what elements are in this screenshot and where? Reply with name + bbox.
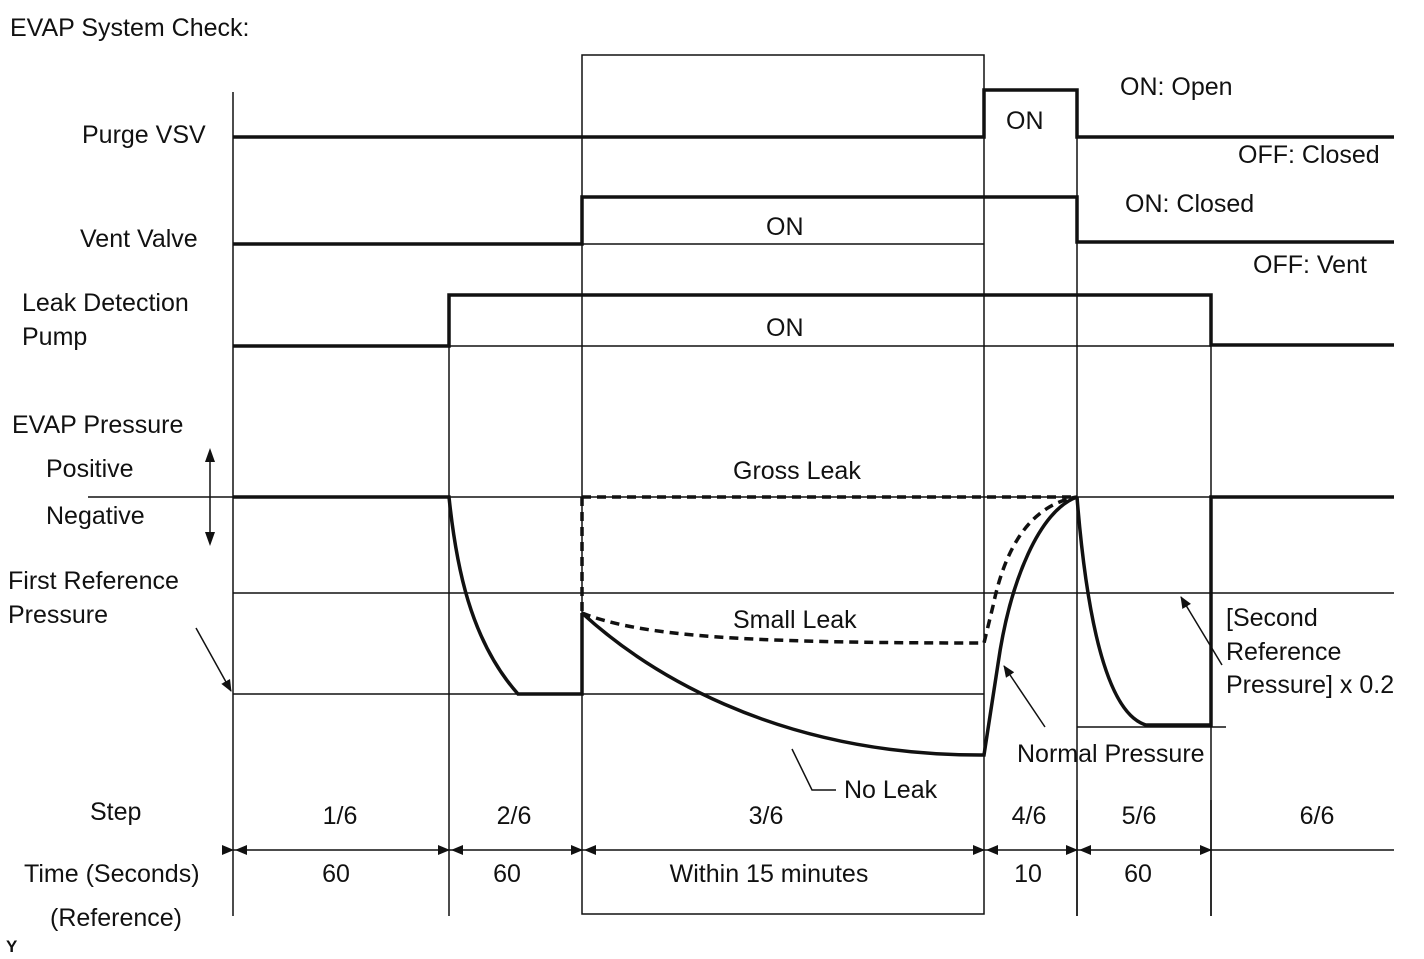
time-1-value: 60 [322,860,350,888]
purge-vsv-on-label: ON [1006,107,1044,135]
positive-arrowhead [205,448,215,462]
first-ref-label-line2: Pressure [8,601,108,629]
leak-pump-label-line2: Pump [22,323,87,351]
no-leak-trace [580,495,1078,757]
step-3-label: 3/6 [749,802,784,830]
step-1-label: 1/6 [323,802,358,830]
small-leak-trace [581,495,1078,645]
time-2-value: 60 [493,860,521,888]
corner-mark: Y [6,937,18,956]
diagram-title: EVAP System Check: [10,14,249,42]
evap-pressure-label: EVAP Pressure [12,411,183,439]
step-5-label: 5/6 [1122,802,1157,830]
step5-pressure-trace [1075,495,1394,727]
step-4-label: 4/6 [1012,802,1047,830]
second-ref-label-line2: Reference [1226,638,1341,666]
step-2-label: 2/6 [497,802,532,830]
vent-valve-off-state: OFF: Vent [1253,251,1367,279]
first-ref-label-line1: First Reference [8,567,179,595]
step-6-label: 6/6 [1300,802,1335,830]
leak-pump-on-label: ON [766,314,804,342]
normal-pressure-label: Normal Pressure [1017,740,1205,768]
purge-vsv-signal [233,88,1394,139]
vent-valve-on-state: ON: Closed [1125,190,1254,218]
pressure-trace-steps-1-2 [233,495,584,696]
small-leak-label: Small Leak [733,606,857,634]
step3-frame [581,54,985,915]
time-arrowhead-left-2 [451,845,463,855]
time-arrowhead-left-4 [986,845,998,855]
second-ref-label-line1: [Second [1226,604,1318,632]
negative-arrowhead [205,532,215,546]
second-ref-label-line3: Pressure] x 0.2 [1226,671,1394,699]
time-label: Time (Seconds) [24,860,200,888]
no-leak-leader [791,748,836,791]
gross-leak-trace [580,495,1077,613]
time-arrowhead-left-3 [584,845,596,855]
time-5-value: 60 [1124,860,1152,888]
purge-vsv-off-state: OFF: Closed [1238,141,1380,169]
vent-valve-on-label: ON [766,213,804,241]
negative-label: Negative [46,502,145,530]
step-label: Step [90,798,141,826]
first-ref-pointer-arrow [195,627,232,692]
leak-pump-label-line1: Leak Detection [22,289,189,317]
no-leak-label: No Leak [844,776,938,804]
vent-valve-signal [233,195,1394,246]
time-4-value: 10 [1014,860,1042,888]
purge-vsv-on-state: ON: Open [1120,73,1233,101]
gross-leak-label: Gross Leak [733,457,861,485]
normal-pressure-arrow [1003,665,1046,728]
purge-vsv-label: Purge VSV [82,121,206,149]
leak-pump-signal [233,293,1394,348]
second-ref-arrow [1180,596,1223,666]
positive-label: Positive [46,455,134,483]
time-arrowhead-left-1 [235,845,247,855]
vent-valve-label: Vent Valve [80,225,198,253]
time-arrowhead-left-5 [1079,845,1091,855]
time-reference-label: (Reference) [50,904,182,932]
time-3-value: Within 15 minutes [670,860,869,888]
